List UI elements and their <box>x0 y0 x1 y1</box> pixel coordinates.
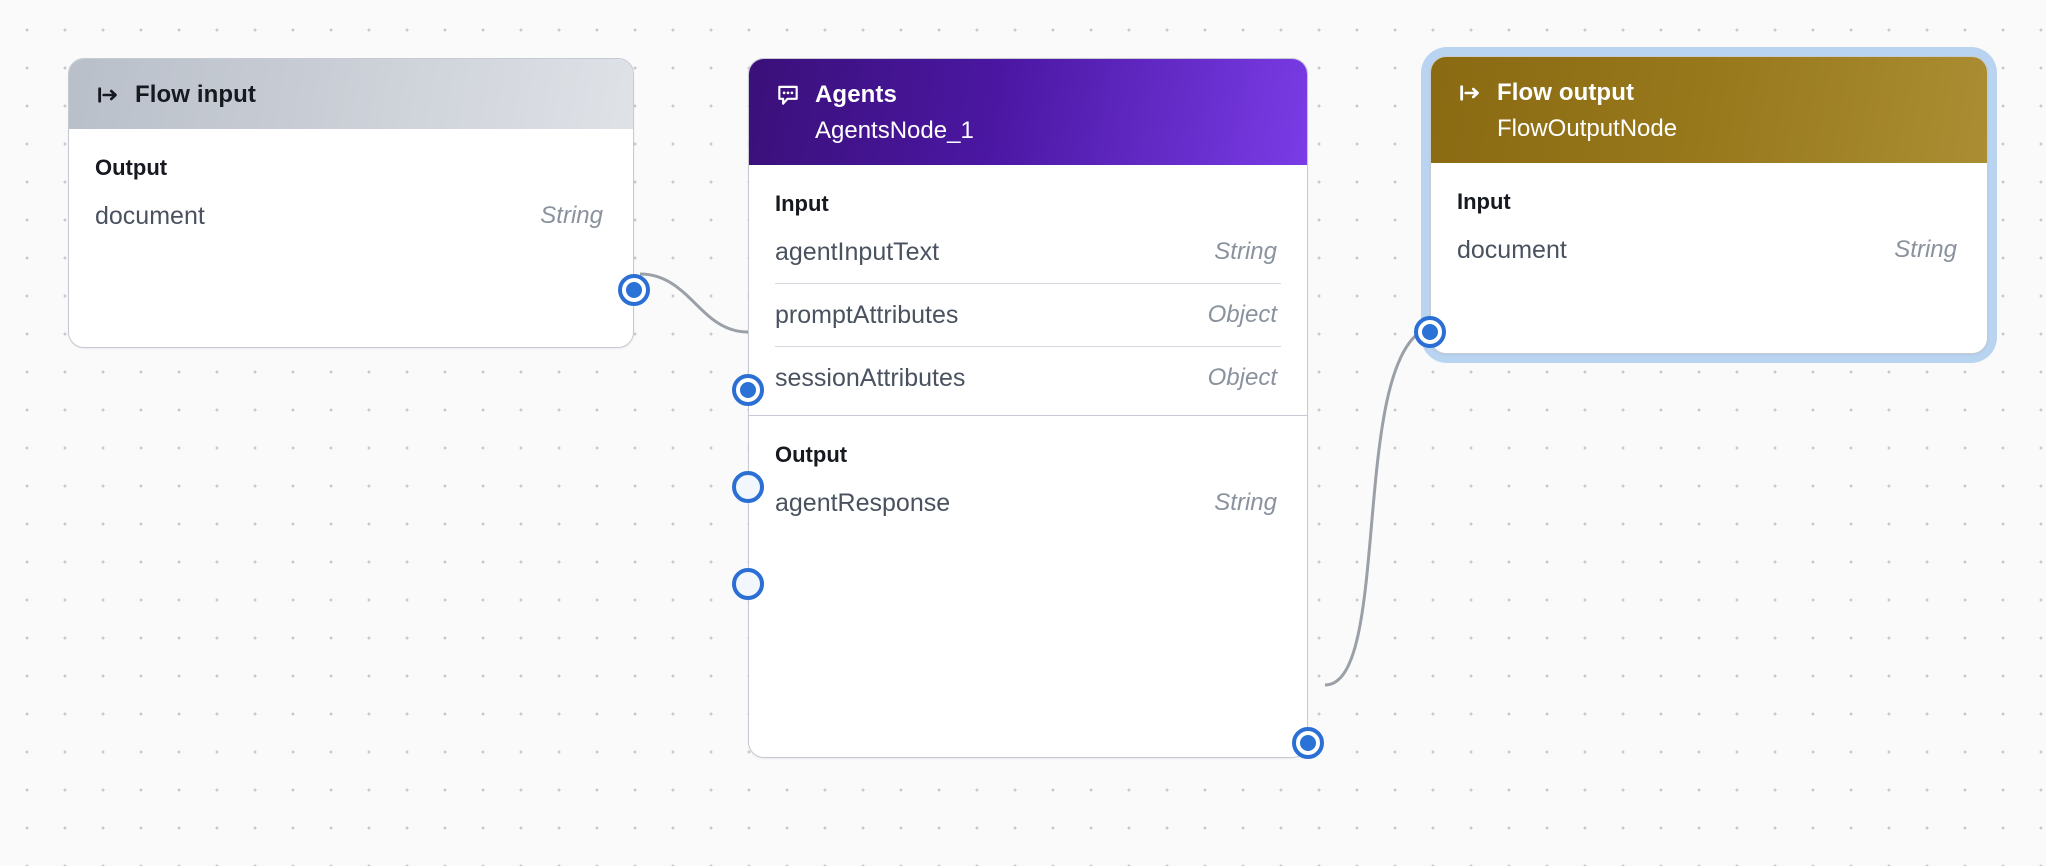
flow-input-title: Flow input <box>135 81 256 108</box>
flow-input-arrow-icon <box>95 82 121 108</box>
node-agents[interactable]: Agents AgentsNode_1 Input agentInputText… <box>732 58 1324 759</box>
flow-input-body: Output document String <box>69 129 633 247</box>
port-label-agentresponse: agentResponse <box>775 488 951 517</box>
divider <box>775 283 1281 284</box>
port-row-document-out[interactable]: document String <box>1457 219 1961 281</box>
port-type-agentinputtext: String <box>1214 238 1277 265</box>
edge-flowinput-to-agents[interactable] <box>639 272 749 334</box>
speech-bubble-icon <box>775 82 801 108</box>
flow-output-subtitle: FlowOutputNode <box>1497 115 1678 142</box>
flow-output-section-input: Input <box>1457 189 1511 214</box>
input-port-sessionattributes[interactable] <box>732 568 764 600</box>
input-port-agentinputtext[interactable] <box>732 374 764 406</box>
port-type-promptattributes: Object <box>1207 301 1277 328</box>
flow-output-title: Flow output <box>1497 79 1635 106</box>
divider <box>775 346 1281 347</box>
node-flow-input[interactable]: Flow input Output document String <box>68 58 650 348</box>
port-row-document[interactable]: document String <box>95 185 607 247</box>
port-row-agentinputtext[interactable]: agentInputText String <box>775 221 1281 283</box>
flow-input-header: Flow input <box>69 59 633 129</box>
edge-agents-to-flowoutput[interactable] <box>1324 330 1421 687</box>
agents-body: Input agentInputText String promptAttrib… <box>749 165 1307 588</box>
agents-section-output: Output <box>775 442 848 467</box>
port-type-sessionattributes: Object <box>1207 364 1277 391</box>
port-label-agentinputtext: agentInputText <box>775 237 940 266</box>
agents-title: Agents <box>815 81 897 108</box>
output-port-agentresponse[interactable] <box>1292 727 1324 759</box>
agents-header: Agents AgentsNode_1 <box>749 59 1307 165</box>
flow-input-section-output: Output <box>95 155 168 180</box>
node-flow-output[interactable]: Flow output FlowOutputNode Input documen… <box>1414 47 1997 363</box>
input-port-document[interactable] <box>1414 316 1446 348</box>
agents-section-input: Input <box>775 191 829 216</box>
port-label-promptattributes: promptAttributes <box>775 300 959 329</box>
port-type-agentresponse: String <box>1214 489 1277 516</box>
output-port-document[interactable] <box>618 274 650 306</box>
flow-output-header: Flow output FlowOutputNode <box>1431 57 1987 163</box>
port-row-sessionattributes[interactable]: sessionAttributes Object <box>775 347 1281 409</box>
flow-output-body: Input document String <box>1431 163 1987 281</box>
port-type-document-out: String <box>1894 236 1957 263</box>
port-row-promptattributes[interactable]: promptAttributes Object <box>775 284 1281 346</box>
flow-output-arrow-icon <box>1457 80 1483 106</box>
agents-subtitle: AgentsNode_1 <box>815 117 974 144</box>
port-label-sessionattributes: sessionAttributes <box>775 363 966 392</box>
section-divider <box>749 415 1307 416</box>
port-label-document-out: document <box>1457 235 1567 264</box>
port-row-agentresponse[interactable]: agentResponse String <box>775 472 1281 534</box>
port-label-document: document <box>95 201 205 230</box>
input-port-promptattributes[interactable] <box>732 471 764 503</box>
port-type-document: String <box>540 202 603 229</box>
